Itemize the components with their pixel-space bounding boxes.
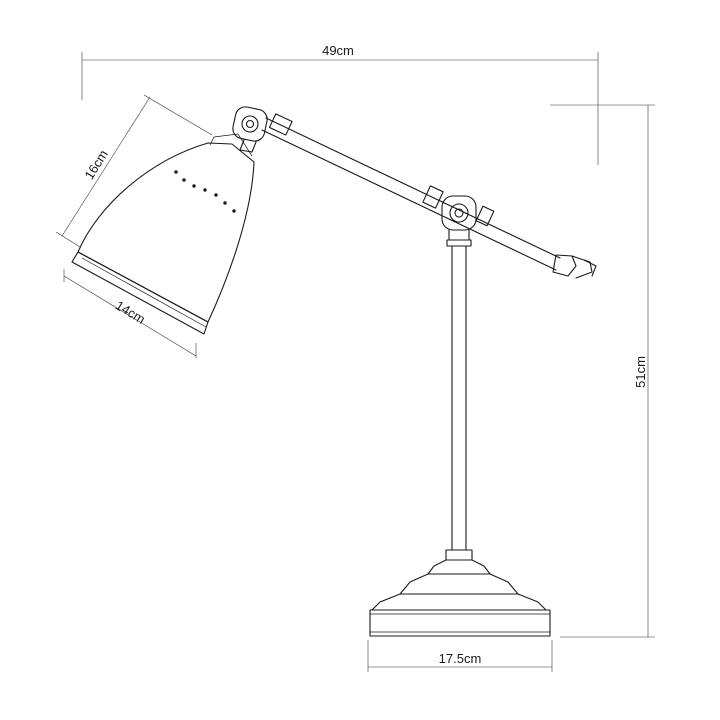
base-width-label: 17.5cm — [439, 651, 482, 666]
total-width-label: 49cm — [322, 43, 354, 58]
lamp-base — [369, 559, 551, 637]
lamp-illustration — [71, 106, 597, 637]
total-height-label: 51cm — [633, 356, 648, 388]
dimension-base-width: 17.5cm — [367, 640, 553, 672]
dimension-total-width: 49cm — [81, 43, 599, 165]
dimension-shade-width: 14cm — [63, 269, 197, 358]
lamp-shade — [71, 133, 255, 335]
shade-width-label: 14cm — [113, 298, 148, 327]
lamp-arm — [261, 113, 597, 279]
dimension-total-height: 51cm — [550, 104, 655, 638]
shade-height-label: 16cm — [81, 147, 111, 182]
shade-perforations — [174, 170, 236, 213]
lamp-stem — [445, 245, 473, 561]
dimension-shade-height: 16cm — [55, 94, 213, 248]
middle-joint — [441, 195, 477, 247]
top-joint — [232, 106, 268, 153]
